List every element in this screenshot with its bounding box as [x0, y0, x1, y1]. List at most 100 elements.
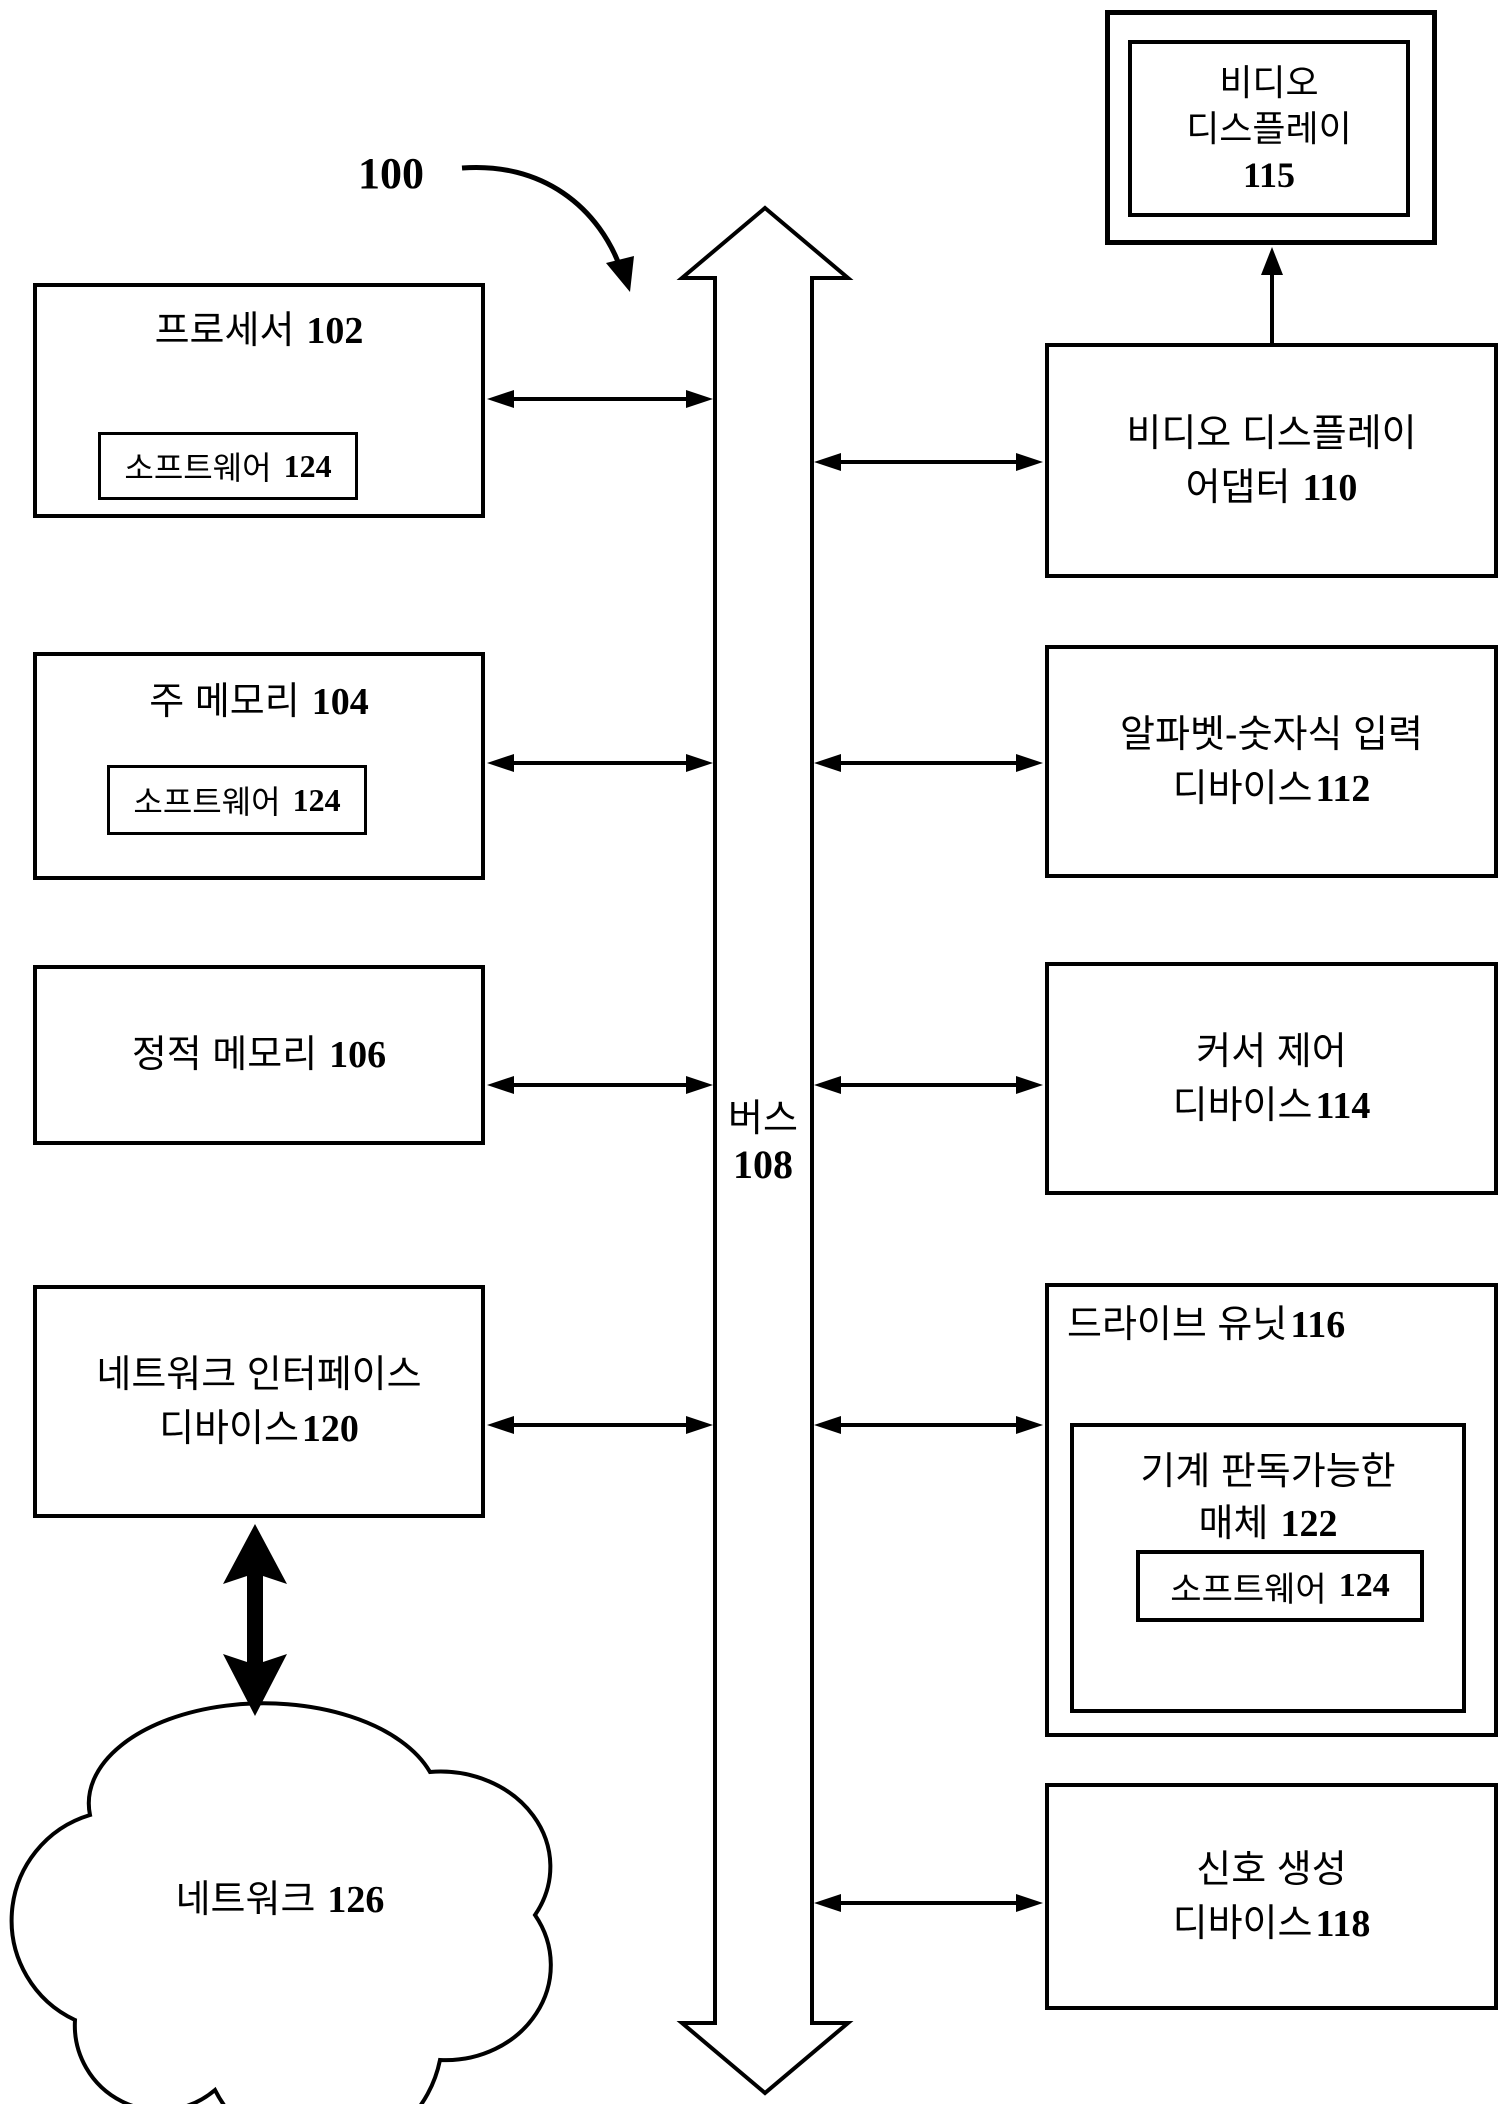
cursor-control-label: 디바이스	[1172, 1084, 1313, 1127]
alphanumeric-input-box: 알파벳-숫자식 입력 디바이스112	[1045, 645, 1498, 878]
video-adapter-box: 비디오 디스플레이 어댑터 110	[1045, 343, 1498, 578]
arrowhead-left-icon	[487, 754, 514, 772]
alphanumeric-input-line1: 알파벳-숫자식 입력	[1120, 713, 1423, 756]
software-num: 124	[1338, 1567, 1390, 1604]
software-label: 소프트웨어	[133, 784, 281, 820]
connector-bus-signal-generation	[814, 1894, 1043, 1912]
video-display-line2: 디스플레이	[1186, 107, 1352, 149]
drive-unit-title: 드라이브 유닛116	[1067, 1299, 1345, 1351]
arrowhead-left-icon	[487, 1076, 514, 1094]
connector-network-interface-cloud	[223, 1524, 287, 1716]
drive-unit-label: 드라이브 유닛	[1067, 1304, 1288, 1346]
software-label: 소프트웨어	[1170, 1570, 1327, 1609]
network-interface-line1: 네트워크 인터페이스	[96, 1353, 422, 1396]
arrowhead-left-icon	[814, 1894, 841, 1912]
cursor-control-box: 커서 제어 디바이스114	[1045, 962, 1498, 1195]
software-label: 소프트웨어	[124, 450, 272, 486]
connector-static-memory-bus	[487, 1076, 713, 1094]
signal-generation-num: 118	[1315, 1902, 1371, 1945]
video-display-line1: 비디오	[1219, 61, 1319, 103]
connector-bus-alphanumeric-input	[814, 754, 1043, 772]
network-interface-num: 120	[301, 1407, 359, 1450]
main-memory-software-box: 소프트웨어 124	[107, 765, 367, 835]
medium-label: 매체	[1198, 1503, 1269, 1545]
connector-bus-video-adapter	[814, 453, 1043, 471]
static-memory-title: 정적 메모리 106	[132, 1029, 386, 1081]
network-cloud-num: 126	[327, 1879, 385, 1921]
video-display-inner-box: 비디오 디스플레이 115	[1128, 40, 1410, 217]
connector-adapter-video-display	[1261, 247, 1283, 345]
network-interface-box: 네트워크 인터페이스 디바이스120	[33, 1285, 485, 1518]
ref-100-arrow	[461, 164, 634, 292]
network-interface-line2: 디바이스120	[159, 1402, 359, 1456]
alphanumeric-input-num: 112	[1315, 767, 1371, 810]
arrowhead-right-icon	[686, 1076, 713, 1094]
connector-network-interface-bus	[487, 1416, 713, 1434]
cursor-control-num: 114	[1315, 1084, 1371, 1127]
processor-title: 프로세서 102	[37, 305, 481, 357]
static-memory-label: 정적 메모리	[131, 1034, 318, 1076]
video-adapter-label: 어댑터	[1185, 466, 1291, 509]
signal-generation-label: 디바이스	[1172, 1902, 1313, 1945]
cursor-control-line1: 커서 제어	[1196, 1030, 1347, 1073]
bus-label-num: 108	[733, 1142, 793, 1187]
video-adapter-num: 110	[1302, 466, 1358, 509]
main-memory-title: 주 메모리 104	[37, 676, 481, 728]
video-adapter-line2: 어댑터 110	[1186, 461, 1358, 515]
signal-generation-box: 신호 생성 디바이스118	[1045, 1783, 1498, 2010]
medium-line1: 기계 판독가능한	[1140, 1451, 1396, 1493]
cursor-control-line2: 디바이스114	[1173, 1079, 1371, 1133]
arrowhead-right-icon	[1016, 754, 1043, 772]
connector-bus-drive-unit	[814, 1416, 1043, 1434]
medium-num: 122	[1280, 1503, 1338, 1545]
ref-100-arrow-curve	[461, 164, 626, 276]
static-memory-box: 정적 메모리 106	[33, 965, 485, 1145]
alphanumeric-input-label: 디바이스	[1172, 767, 1313, 810]
arrowhead-left-icon	[814, 453, 841, 471]
machine-readable-medium-box: 기계 판독가능한 매체 122 소프트웨어 124	[1070, 1423, 1466, 1713]
arrowhead-right-icon	[1016, 1894, 1043, 1912]
main-memory-box: 주 메모리 104 소프트웨어 124	[33, 652, 485, 880]
network-interface-label: 디바이스	[159, 1407, 299, 1450]
arrowhead-left-icon	[814, 1076, 841, 1094]
processor-label: 프로세서	[154, 310, 295, 352]
signal-generation-line1: 신호 생성	[1196, 1848, 1347, 1891]
processor-software-box: 소프트웨어 124	[98, 432, 358, 500]
arrowhead-left-icon	[814, 754, 841, 772]
main-memory-num: 104	[311, 681, 369, 723]
alphanumeric-input-line2: 디바이스112	[1173, 762, 1371, 816]
video-adapter-line1: 비디오 디스플레이	[1126, 412, 1417, 455]
connector-bus-cursor-control	[814, 1076, 1043, 1094]
arrowhead-right-icon	[1016, 453, 1043, 471]
signal-generation-line2: 디바이스118	[1173, 1897, 1371, 1951]
network-cloud-shape	[9, 1701, 553, 2104]
connector-processor-bus	[487, 390, 713, 408]
medium-software-box: 소프트웨어 124	[1136, 1550, 1424, 1622]
static-memory-num: 106	[329, 1034, 387, 1076]
drive-unit-num: 116	[1290, 1304, 1346, 1346]
arrowhead-right-icon	[1016, 1416, 1043, 1434]
main-memory-label: 주 메모리	[149, 681, 300, 723]
ref-100-arrowhead-icon	[606, 256, 634, 292]
arrowhead-right-icon	[1016, 1076, 1043, 1094]
arrowhead-up-icon	[1261, 247, 1283, 275]
processor-box: 프로세서 102 소프트웨어 124	[33, 283, 485, 518]
processor-num: 102	[306, 310, 364, 352]
arrowhead-left-icon	[487, 390, 514, 408]
arrowhead-left-icon	[487, 1416, 514, 1434]
network-cloud-text: 네트워크	[175, 1879, 316, 1921]
arrowhead-left-icon	[814, 1416, 841, 1434]
drive-unit-box: 드라이브 유닛116 기계 판독가능한 매체 122 소프트웨어 124	[1045, 1283, 1498, 1737]
network-cloud-label: 네트워크 126	[60, 1868, 500, 1923]
arrowhead-right-icon	[686, 754, 713, 772]
connector-main-memory-bus	[487, 754, 713, 772]
arrowhead-right-icon	[686, 390, 713, 408]
bus-label: 버스 108	[711, 1096, 815, 1188]
video-display-num: 115	[1242, 154, 1295, 195]
medium-line2: 매체 122	[1074, 1497, 1462, 1551]
software-num: 124	[292, 781, 341, 818]
bus-label-text: 버스	[728, 1098, 798, 1140]
software-num: 124	[283, 447, 332, 484]
